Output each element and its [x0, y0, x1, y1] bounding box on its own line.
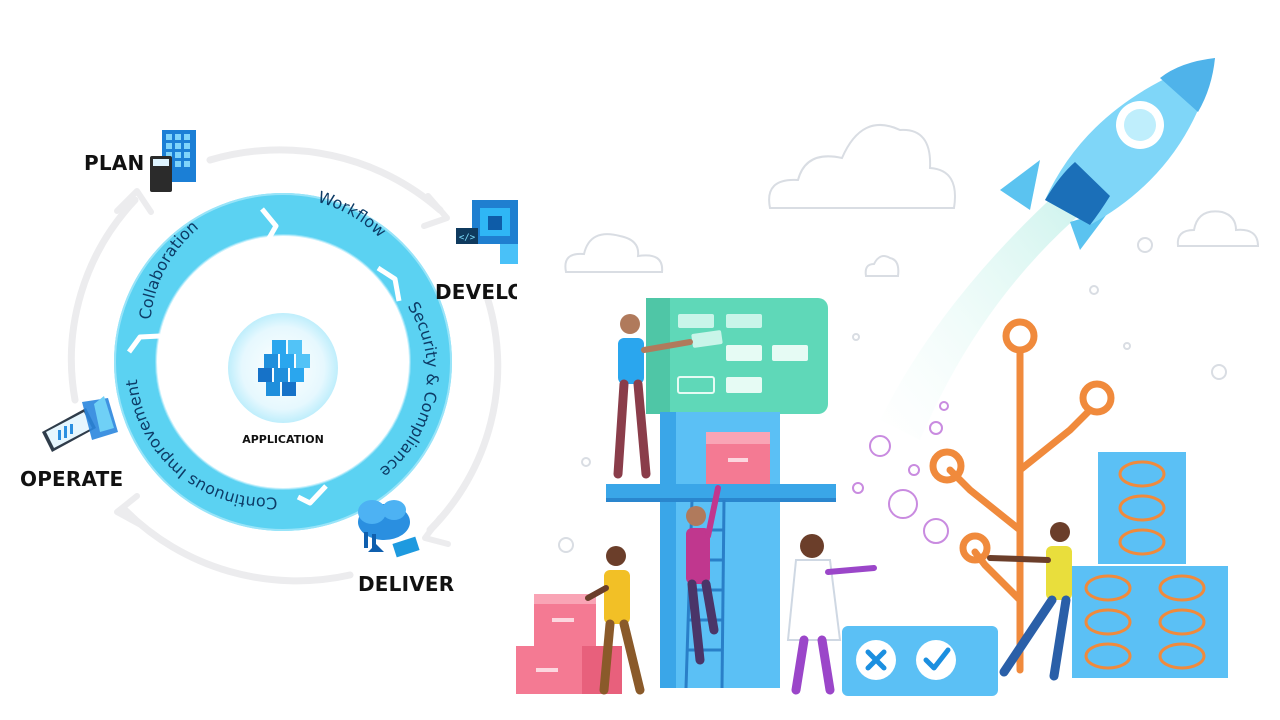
- svg-text:</>: </>: [459, 233, 476, 243]
- application-label: APPLICATION: [242, 433, 324, 446]
- orange-tree: [929, 318, 1115, 674]
- outer-arrowheads: [114, 188, 451, 547]
- kanban-board: [646, 298, 828, 414]
- stage-operate-label: OPERATE: [20, 467, 124, 491]
- outer-arrow-operate-plan: [67, 196, 139, 404]
- stage-plan-label: PLAN: [84, 151, 145, 175]
- application-cubes-icon: [258, 340, 310, 396]
- person-board: [613, 314, 693, 479]
- rocket-trail: [880, 190, 1085, 440]
- cloud-right: [1176, 210, 1260, 247]
- cloud-small: [864, 255, 900, 277]
- person-server: [987, 522, 1072, 681]
- outer-arrow-develop-deliver: [426, 296, 502, 534]
- operate-chart-icon: [42, 396, 118, 452]
- cloud-left: [564, 233, 664, 273]
- stage-deliver-label: DELIVER: [358, 572, 455, 596]
- outer-arrow-deliver-operate: [121, 506, 354, 585]
- stage-develop-label: DEVELOP: [435, 280, 517, 304]
- person-scientist: [786, 534, 877, 695]
- application-center: APPLICATION: [228, 313, 338, 446]
- server-racks: [1072, 452, 1228, 678]
- plan-calculator-icon: [150, 130, 196, 192]
- check-icon: [923, 647, 951, 671]
- inner-ring: [114, 193, 452, 531]
- outer-arrow-plan-develop: [206, 146, 444, 214]
- outer-cycle: [67, 146, 502, 585]
- cross-icon: [865, 649, 887, 671]
- cloud-large: [768, 123, 956, 209]
- person-ladder: [686, 485, 721, 665]
- rocket-icon: [1000, 58, 1215, 250]
- person-boxes: [585, 546, 645, 695]
- deliver-cloud-icon: [358, 500, 420, 558]
- decorative-bubbles: [558, 237, 1227, 553]
- develop-cube-icon: </>: [456, 200, 518, 264]
- clouds: [564, 123, 1260, 277]
- validation-box: [842, 626, 998, 696]
- pink-boxes: [516, 432, 770, 694]
